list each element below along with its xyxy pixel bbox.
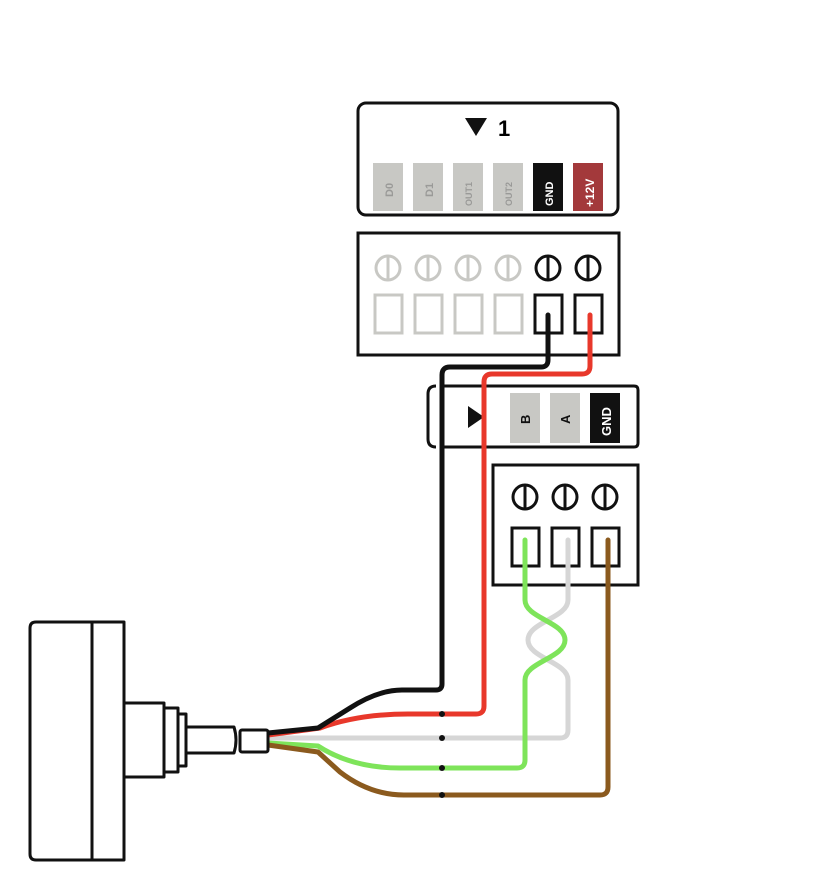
junction-dot bbox=[439, 792, 445, 798]
wire-green bbox=[265, 537, 568, 771]
junction-dot bbox=[439, 735, 445, 741]
controller-terminal-block bbox=[356, 231, 621, 357]
reader-pin-a-label: A bbox=[558, 414, 573, 424]
screw-icon bbox=[511, 483, 539, 511]
controller-pin-out1-label: OUT1 bbox=[464, 182, 474, 206]
reader-device bbox=[28, 620, 270, 862]
screw-icon bbox=[494, 254, 522, 282]
controller-pin-out1 bbox=[453, 163, 483, 211]
terminal-slot bbox=[373, 293, 404, 335]
screw-icon bbox=[591, 483, 619, 511]
controller-pin-12v-label: +12V bbox=[583, 179, 597, 207]
reader-pin-b-label: B bbox=[518, 415, 533, 424]
controller-pin-out2-label: OUT2 bbox=[504, 182, 514, 206]
controller-number: 1 bbox=[498, 116, 510, 141]
wire-red bbox=[265, 312, 593, 738]
reader-pin-b bbox=[510, 393, 540, 443]
controller-label-panel: 1 D0 D1 OUT1 OUT2 GND +12V bbox=[356, 101, 620, 217]
screw-icon bbox=[454, 254, 482, 282]
screw-icon bbox=[534, 254, 562, 282]
reader-label-panel: B A GND bbox=[426, 384, 640, 449]
reader-pin-gnd bbox=[590, 393, 620, 443]
reader-pin-a bbox=[550, 393, 580, 443]
controller-pin-d1 bbox=[413, 163, 443, 211]
controller-pin-d0-label: D0 bbox=[384, 183, 396, 197]
controller-pin-out2 bbox=[493, 163, 523, 211]
wire-black bbox=[265, 312, 551, 736]
junction-dot bbox=[439, 711, 445, 717]
controller-pin-d1-label: D1 bbox=[424, 183, 436, 197]
triangle-right-icon bbox=[468, 406, 484, 428]
terminal-slot bbox=[413, 293, 444, 335]
screw-icon bbox=[551, 483, 579, 511]
wire-brown bbox=[265, 537, 611, 798]
controller-pin-d0 bbox=[373, 163, 403, 211]
triangle-down-icon bbox=[465, 118, 487, 136]
screw-icon bbox=[574, 254, 602, 282]
reader-pin-gnd-label: GND bbox=[599, 407, 614, 436]
controller-pin-12v bbox=[573, 163, 603, 211]
screw-icon bbox=[414, 254, 442, 282]
junction-dot bbox=[439, 765, 445, 771]
terminal-slot bbox=[453, 293, 484, 335]
controller-pin-gnd bbox=[533, 163, 563, 211]
screw-icon bbox=[374, 254, 402, 282]
controller-pin-gnd-label: GND bbox=[544, 182, 556, 207]
terminal-slot bbox=[493, 293, 524, 335]
